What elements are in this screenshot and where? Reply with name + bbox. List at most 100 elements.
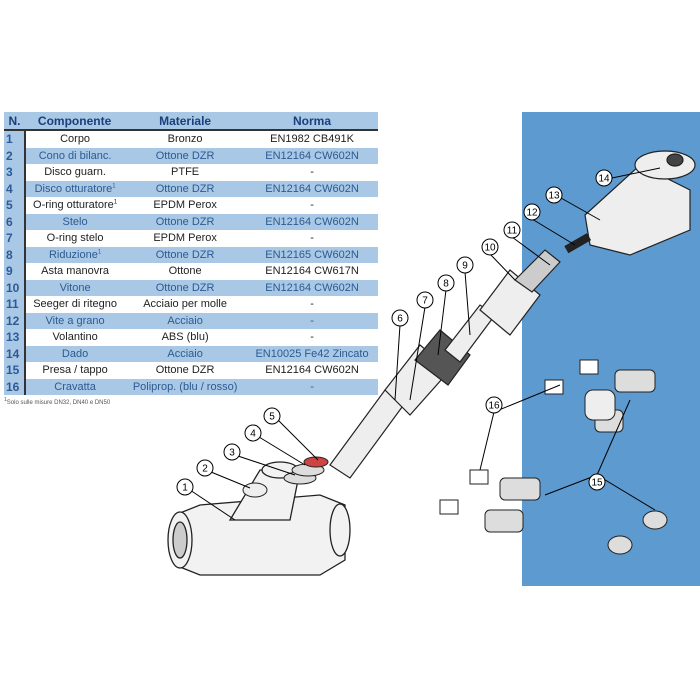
callout-number: 5 — [269, 412, 275, 423]
row-norma: - — [246, 312, 378, 329]
componente-text: Disco otturatore — [34, 182, 113, 195]
componente-text: Disco guarn. — [44, 166, 106, 179]
callout-1: 1 — [176, 478, 194, 496]
row-componente: O-ring otturatore1 — [25, 197, 125, 214]
row-norma: EN12164 CW602N — [246, 180, 378, 197]
row-norma: EN12164 CW602N — [246, 213, 378, 230]
table-header: N. Componente Materiale Norma — [4, 112, 378, 131]
row-number: 10 — [4, 279, 26, 296]
callout-circle — [503, 221, 521, 239]
callout-circle — [485, 396, 503, 414]
callout-circle — [595, 169, 613, 187]
row-componente: O-ring stelo — [25, 230, 125, 247]
row-number: 9 — [4, 263, 26, 280]
callout-9: 9 — [456, 256, 474, 274]
callout-11: 11 — [503, 221, 521, 239]
table-row: 4 Disco otturatore1 Ottone DZR EN12164 C… — [4, 180, 378, 197]
header-componente: Componente — [25, 112, 125, 131]
row-materiale: Poliprop. (blu / rosso) — [124, 378, 247, 395]
handwheel — [564, 150, 696, 256]
table-row: 6 Stelo Ottone DZR EN12164 CW602N — [4, 213, 378, 230]
table-row: 9 Asta manovra Ottone EN12164 CW617N — [4, 263, 378, 280]
row-componente: Vitone — [25, 279, 125, 296]
table-row: 8 Riduzione1 Ottone DZR EN12165 CW602N — [4, 246, 378, 263]
callout-number: 2 — [202, 464, 208, 475]
componente-text: Stelo — [62, 215, 88, 228]
callout-circle — [437, 274, 455, 292]
table-row: 2 Cono di bilanc. Ottone DZR EN12164 CW6… — [4, 147, 378, 164]
row-norma: - — [246, 329, 378, 346]
callout-2: 2 — [196, 459, 214, 477]
row-norma: EN1982 CB491K — [246, 130, 378, 148]
table-row: 16 Cravatta Poliprop. (blu / rosso) - — [4, 378, 378, 395]
leader-lines — [189, 167, 661, 521]
row-number: 16 — [4, 378, 26, 395]
table-row: 3 Disco guarn. PTFE - — [4, 164, 378, 181]
components-table: N. Componente Materiale Norma 1 Corpo Br… — [4, 112, 378, 395]
row-componente: Corpo — [25, 130, 125, 148]
row-number: 15 — [4, 362, 26, 379]
callout-number: 9 — [462, 261, 468, 272]
table-row: 7 O-ring stelo EPDM Perox - — [4, 230, 378, 247]
callout-number: 15 — [591, 478, 603, 489]
row-materiale: Bronzo — [124, 130, 247, 148]
row-componente: Dado — [25, 345, 125, 362]
componente-text: Cravatta — [54, 380, 96, 393]
callout-number: 1 — [182, 483, 188, 494]
callout-circle — [244, 424, 262, 442]
row-norma: - — [246, 164, 378, 181]
componente-text: O-ring otturatore — [33, 199, 114, 212]
row-componente: Disco otturatore1 — [25, 180, 125, 197]
row-componente: Seeger di ritegno — [25, 296, 125, 313]
row-number: 1 — [4, 130, 26, 148]
header-norma: Norma — [246, 112, 378, 131]
callout-circle — [196, 459, 214, 477]
row-number: 14 — [4, 345, 26, 362]
componente-text: Corpo — [60, 133, 91, 146]
row-materiale: EPDM Perox — [124, 230, 247, 247]
row-norma: EN12164 CW602N — [246, 279, 378, 296]
componente-text: Dado — [61, 347, 89, 360]
componente-text: Vite a grano — [45, 314, 105, 327]
footnote-marker: 1 — [112, 183, 116, 190]
row-materiale: Acciaio — [124, 312, 247, 329]
callout-number: 8 — [443, 279, 449, 290]
callout-6: 6 — [391, 309, 409, 327]
test-points — [484, 369, 668, 555]
row-number: 2 — [4, 147, 26, 164]
row-number: 4 — [4, 180, 26, 197]
callout-number: 10 — [484, 243, 496, 254]
callout-circle — [481, 238, 499, 256]
row-componente: Vite a grano — [25, 312, 125, 329]
table-row: 1 Corpo Bronzo EN1982 CB491K — [4, 130, 378, 148]
callout-13: 13 — [545, 186, 563, 204]
callout-3: 3 — [223, 443, 241, 461]
row-norma: EN12164 CW602N — [246, 362, 378, 379]
table-row: 11 Seeger di ritegno Acciaio per molle - — [4, 296, 378, 313]
callout-8: 8 — [437, 274, 455, 292]
componente-text: Seeger di ritegno — [33, 298, 117, 311]
table-row: 13 Volantino ABS (blu) - — [4, 329, 378, 346]
row-number: 13 — [4, 329, 26, 346]
row-norma: - — [246, 230, 378, 247]
callout-circle — [416, 291, 434, 309]
callout-number: 4 — [250, 429, 256, 440]
callout-5: 5 — [263, 407, 281, 425]
callout-10: 10 — [481, 238, 499, 256]
callout-number: 14 — [598, 174, 610, 185]
row-number: 6 — [4, 213, 26, 230]
table-row: 14 Dado Acciaio EN10025 Fe42 Zincato — [4, 345, 378, 362]
row-materiale: Ottone — [124, 263, 247, 280]
row-materiale: Ottone DZR — [124, 147, 247, 164]
callout-circle — [523, 203, 541, 221]
callout-circle — [588, 473, 606, 491]
row-norma: EN12165 CW602N — [246, 246, 378, 263]
row-componente: Asta manovra — [25, 263, 125, 280]
row-materiale: Ottone DZR — [124, 279, 247, 296]
componente-text: Volantino — [52, 331, 98, 344]
row-componente: Volantino — [25, 329, 125, 346]
callout-circle — [223, 443, 241, 461]
callout-number: 13 — [548, 191, 560, 202]
table-row: 5 O-ring otturatore1 EPDM Perox - — [4, 197, 378, 214]
